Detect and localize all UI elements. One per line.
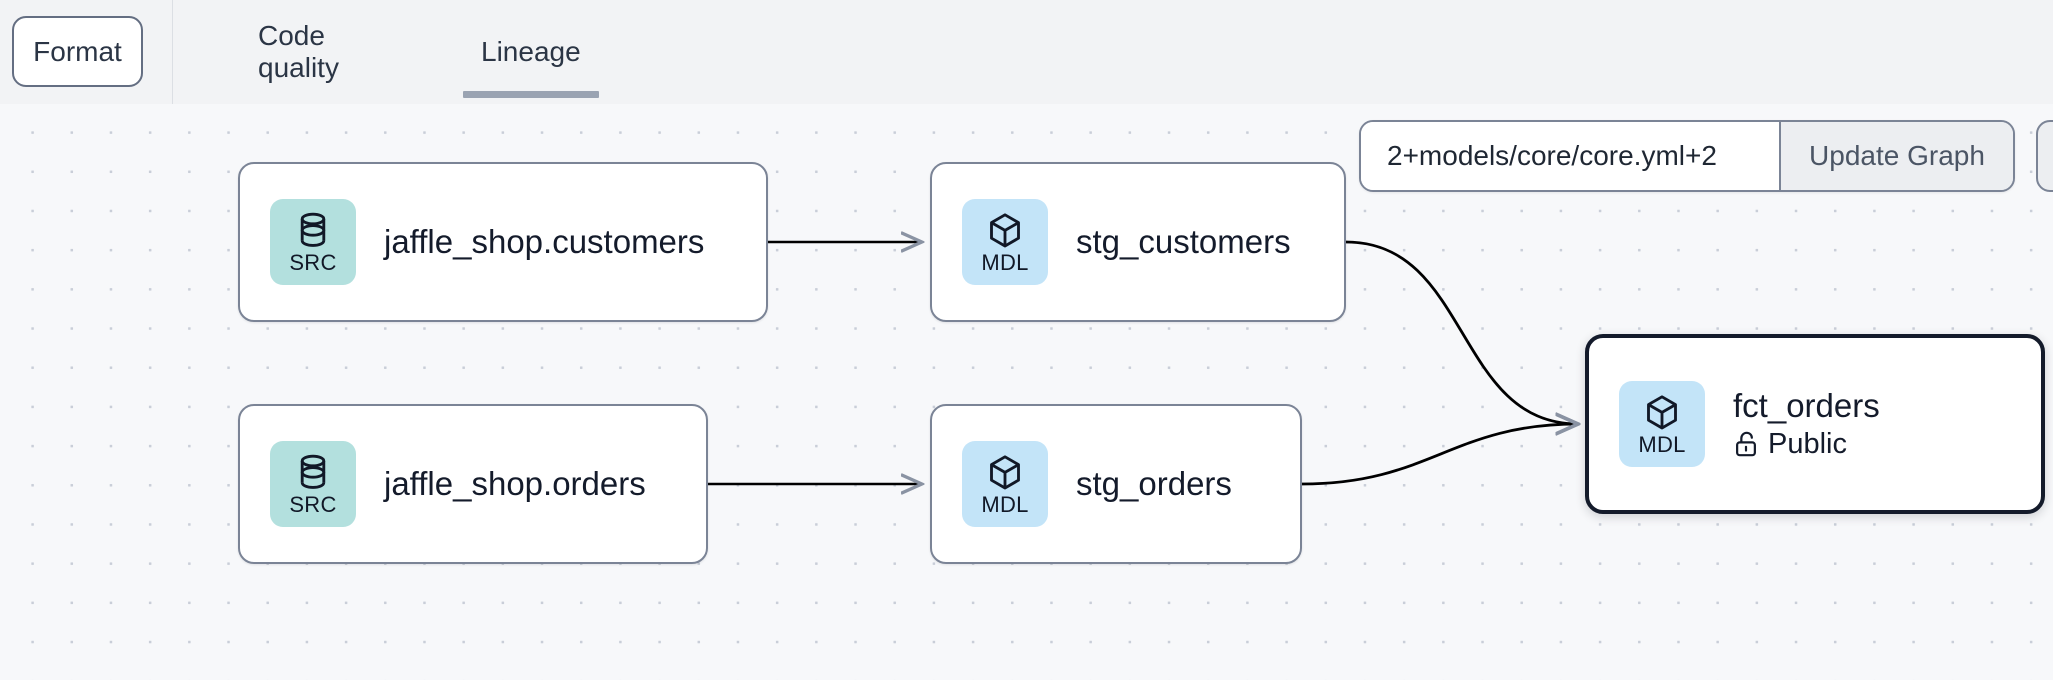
source-badge: SRC: [270, 199, 356, 285]
model-badge: MDL: [962, 441, 1048, 527]
model-badge-label: MDL: [1638, 431, 1686, 457]
lineage-canvas[interactable]: SRC jaffle_shop.customers MDL stg_custom…: [0, 104, 2053, 680]
tab-lineage[interactable]: Lineage: [463, 0, 599, 104]
lineage-node-stg-orders[interactable]: MDL stg_orders: [930, 404, 1302, 564]
node-title: jaffle_shop.orders: [384, 465, 646, 502]
tab-active-indicator: [463, 91, 599, 98]
model-badge: MDL: [962, 199, 1048, 285]
source-badge-label: SRC: [289, 249, 337, 275]
graph-extra-control[interactable]: [2036, 120, 2053, 192]
node-body: stg_customers: [1076, 223, 1291, 261]
lineage-node-src-orders[interactable]: SRC jaffle_shop.orders: [238, 404, 708, 564]
node-body: jaffle_shop.orders: [384, 465, 646, 503]
node-body: stg_orders: [1076, 465, 1232, 503]
model-badge-label: MDL: [981, 491, 1029, 517]
unlock-icon: [1736, 431, 1756, 457]
cube-icon: [990, 454, 1020, 489]
lineage-node-src-customers[interactable]: SRC jaffle_shop.customers: [238, 162, 768, 322]
node-title: jaffle_shop.customers: [384, 223, 705, 260]
lineage-node-stg-customers[interactable]: MDL stg_customers: [930, 162, 1346, 322]
node-body: jaffle_shop.customers: [384, 223, 704, 261]
lineage-node-fct-orders[interactable]: MDL fct_orders Public: [1585, 334, 2045, 514]
edge-stg-customers-to-fct-orders: [1345, 240, 1578, 424]
edge-stg-orders-to-fct-orders: [1301, 424, 1578, 486]
graph-controls: Update Graph: [1359, 120, 2015, 192]
toolbar-divider: [172, 0, 173, 104]
source-badge: SRC: [270, 441, 356, 527]
node-access-label: Public: [1768, 428, 1847, 460]
model-badge: MDL: [1619, 381, 1705, 467]
node-title: stg_customers: [1076, 223, 1291, 260]
cube-icon: [1647, 394, 1677, 429]
source-badge-label: SRC: [289, 491, 337, 517]
node-access: Public: [1733, 427, 1880, 461]
cube-icon: [990, 212, 1020, 247]
model-badge-label: MDL: [981, 249, 1029, 275]
editor-toolbar: Format Code quality Lineage: [0, 0, 2053, 104]
node-title: fct_orders: [1733, 387, 1880, 424]
node-body: fct_orders Public: [1733, 387, 1880, 461]
node-title: stg_orders: [1076, 465, 1232, 502]
format-button-label: Format: [33, 35, 122, 67]
node-selector-input[interactable]: [1361, 122, 1779, 190]
database-icon: [300, 212, 326, 247]
update-graph-button[interactable]: Update Graph: [1779, 122, 2013, 190]
tab-code-quality-label: Code quality: [258, 20, 339, 83]
tab-lineage-label: Lineage: [481, 36, 581, 67]
tab-code-quality[interactable]: Code quality: [240, 0, 357, 104]
update-graph-label: Update Graph: [1809, 140, 1985, 171]
format-button[interactable]: Format: [12, 16, 143, 87]
database-icon: [300, 454, 326, 489]
